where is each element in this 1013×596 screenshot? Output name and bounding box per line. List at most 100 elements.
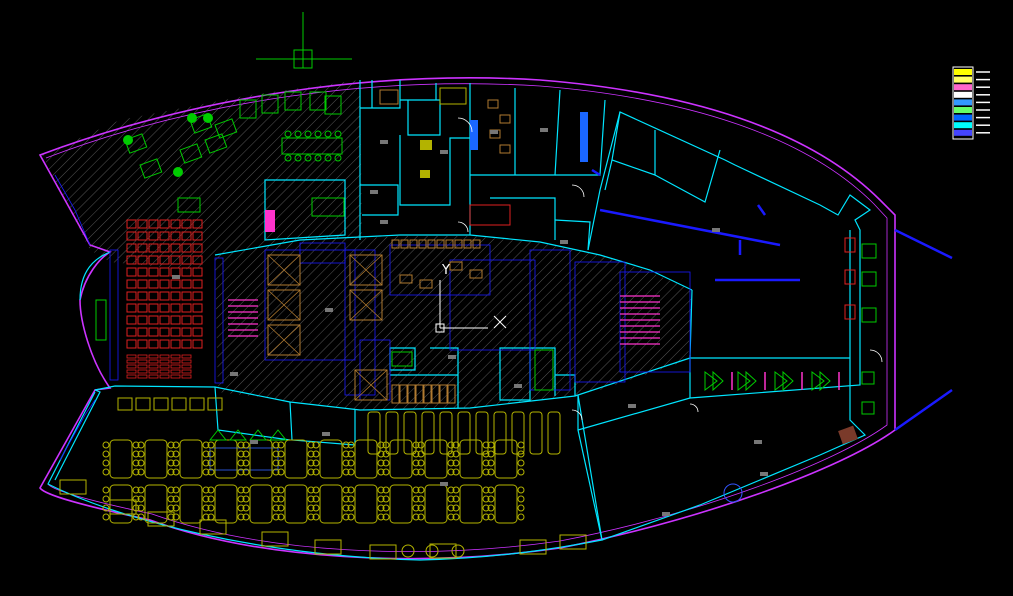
auditorium-seat bbox=[170, 243, 181, 253]
chair-group bbox=[309, 91, 327, 111]
chair bbox=[347, 513, 355, 521]
auditorium-seat bbox=[137, 231, 148, 241]
auditorium-seat bbox=[181, 364, 192, 369]
chair-group bbox=[239, 99, 257, 119]
room-tag bbox=[540, 128, 548, 132]
auditorium-seat bbox=[181, 374, 192, 379]
chair bbox=[132, 450, 140, 458]
exterior-wall-inner bbox=[45, 83, 888, 552]
reception-desk bbox=[265, 210, 275, 232]
cubicle bbox=[423, 384, 432, 404]
wall-segment bbox=[577, 111, 872, 431]
auditorium-seat bbox=[148, 315, 159, 325]
elevator-shaft bbox=[349, 289, 383, 321]
desk-cluster bbox=[385, 411, 399, 455]
chair-group bbox=[284, 91, 302, 111]
auditorium-seat bbox=[137, 374, 148, 379]
round-table bbox=[401, 544, 415, 558]
workstation-array bbox=[737, 370, 757, 392]
auditorium-seat bbox=[148, 359, 159, 364]
interior-wall bbox=[894, 388, 953, 432]
chair bbox=[242, 441, 250, 449]
exterior-wall bbox=[38, 77, 896, 560]
workstation bbox=[519, 539, 547, 555]
hatched-zones bbox=[42, 80, 692, 410]
chair bbox=[382, 459, 390, 467]
chair bbox=[202, 450, 210, 458]
chair bbox=[412, 513, 420, 521]
auditorium-seat bbox=[159, 354, 170, 359]
elevator-shaft bbox=[267, 324, 301, 356]
chair bbox=[277, 504, 285, 512]
auditorium-seat bbox=[170, 291, 181, 301]
auditorium-seat bbox=[192, 315, 203, 325]
desk-cluster bbox=[367, 411, 381, 455]
ucs-y-label: Y bbox=[441, 263, 450, 278]
auditorium-seat bbox=[148, 267, 159, 277]
toilet bbox=[454, 239, 463, 249]
chair bbox=[307, 504, 315, 512]
ucs-crosshair-icon bbox=[256, 12, 352, 69]
desk-cluster bbox=[319, 439, 343, 479]
auditorium-seat bbox=[181, 354, 192, 359]
chair bbox=[137, 486, 145, 494]
chair bbox=[482, 513, 490, 521]
desk-cluster bbox=[547, 411, 561, 455]
chair bbox=[167, 450, 175, 458]
plant bbox=[203, 113, 213, 123]
workstation-array bbox=[774, 370, 794, 392]
auditorium-seat bbox=[181, 279, 192, 289]
wall-segment bbox=[604, 159, 613, 191]
auditorium-seat bbox=[170, 327, 181, 337]
door-swing bbox=[457, 117, 473, 133]
lounge-sofa bbox=[124, 133, 148, 154]
chair bbox=[412, 468, 420, 476]
chair bbox=[307, 441, 315, 449]
desk-cluster bbox=[109, 439, 133, 479]
interior-partition bbox=[619, 271, 691, 373]
auditorium-seat bbox=[126, 374, 137, 379]
chair bbox=[447, 459, 455, 467]
auditorium-seat bbox=[159, 219, 170, 229]
plant bbox=[173, 167, 183, 177]
auditorium-seat bbox=[170, 369, 181, 374]
chair bbox=[167, 486, 175, 494]
plant bbox=[123, 135, 133, 145]
auditorium-seat bbox=[159, 303, 170, 313]
chair bbox=[307, 486, 315, 494]
wall-segment bbox=[430, 347, 459, 408]
bench bbox=[95, 299, 107, 341]
toilet bbox=[436, 239, 445, 249]
interior-wall bbox=[54, 174, 91, 246]
chair bbox=[382, 495, 390, 503]
desk-cluster bbox=[403, 411, 417, 455]
cubicle bbox=[399, 384, 408, 404]
toilet bbox=[418, 239, 427, 249]
auditorium-seat bbox=[159, 339, 170, 349]
chair bbox=[312, 441, 320, 449]
auditorium-seat bbox=[137, 255, 148, 265]
auditorium-seat bbox=[137, 327, 148, 337]
chair bbox=[167, 504, 175, 512]
chair bbox=[417, 459, 425, 467]
chair bbox=[517, 504, 525, 512]
chair bbox=[452, 441, 460, 449]
wall-segment bbox=[360, 184, 399, 216]
chair bbox=[228, 429, 248, 441]
chair bbox=[347, 468, 355, 476]
auditorium-seat bbox=[126, 279, 137, 289]
auditorium-seat bbox=[181, 219, 192, 229]
chair bbox=[324, 130, 332, 138]
room-tag bbox=[760, 472, 768, 476]
chair bbox=[272, 495, 280, 503]
auditorium-seat bbox=[159, 291, 170, 301]
auditorium-seat bbox=[181, 291, 192, 301]
elevator-x bbox=[349, 289, 383, 321]
cyan-walls bbox=[47, 80, 872, 561]
chair bbox=[167, 468, 175, 476]
auditorium-seat bbox=[137, 279, 148, 289]
auditorium-seat bbox=[148, 374, 159, 379]
workstation bbox=[135, 397, 151, 411]
chair bbox=[132, 486, 140, 494]
